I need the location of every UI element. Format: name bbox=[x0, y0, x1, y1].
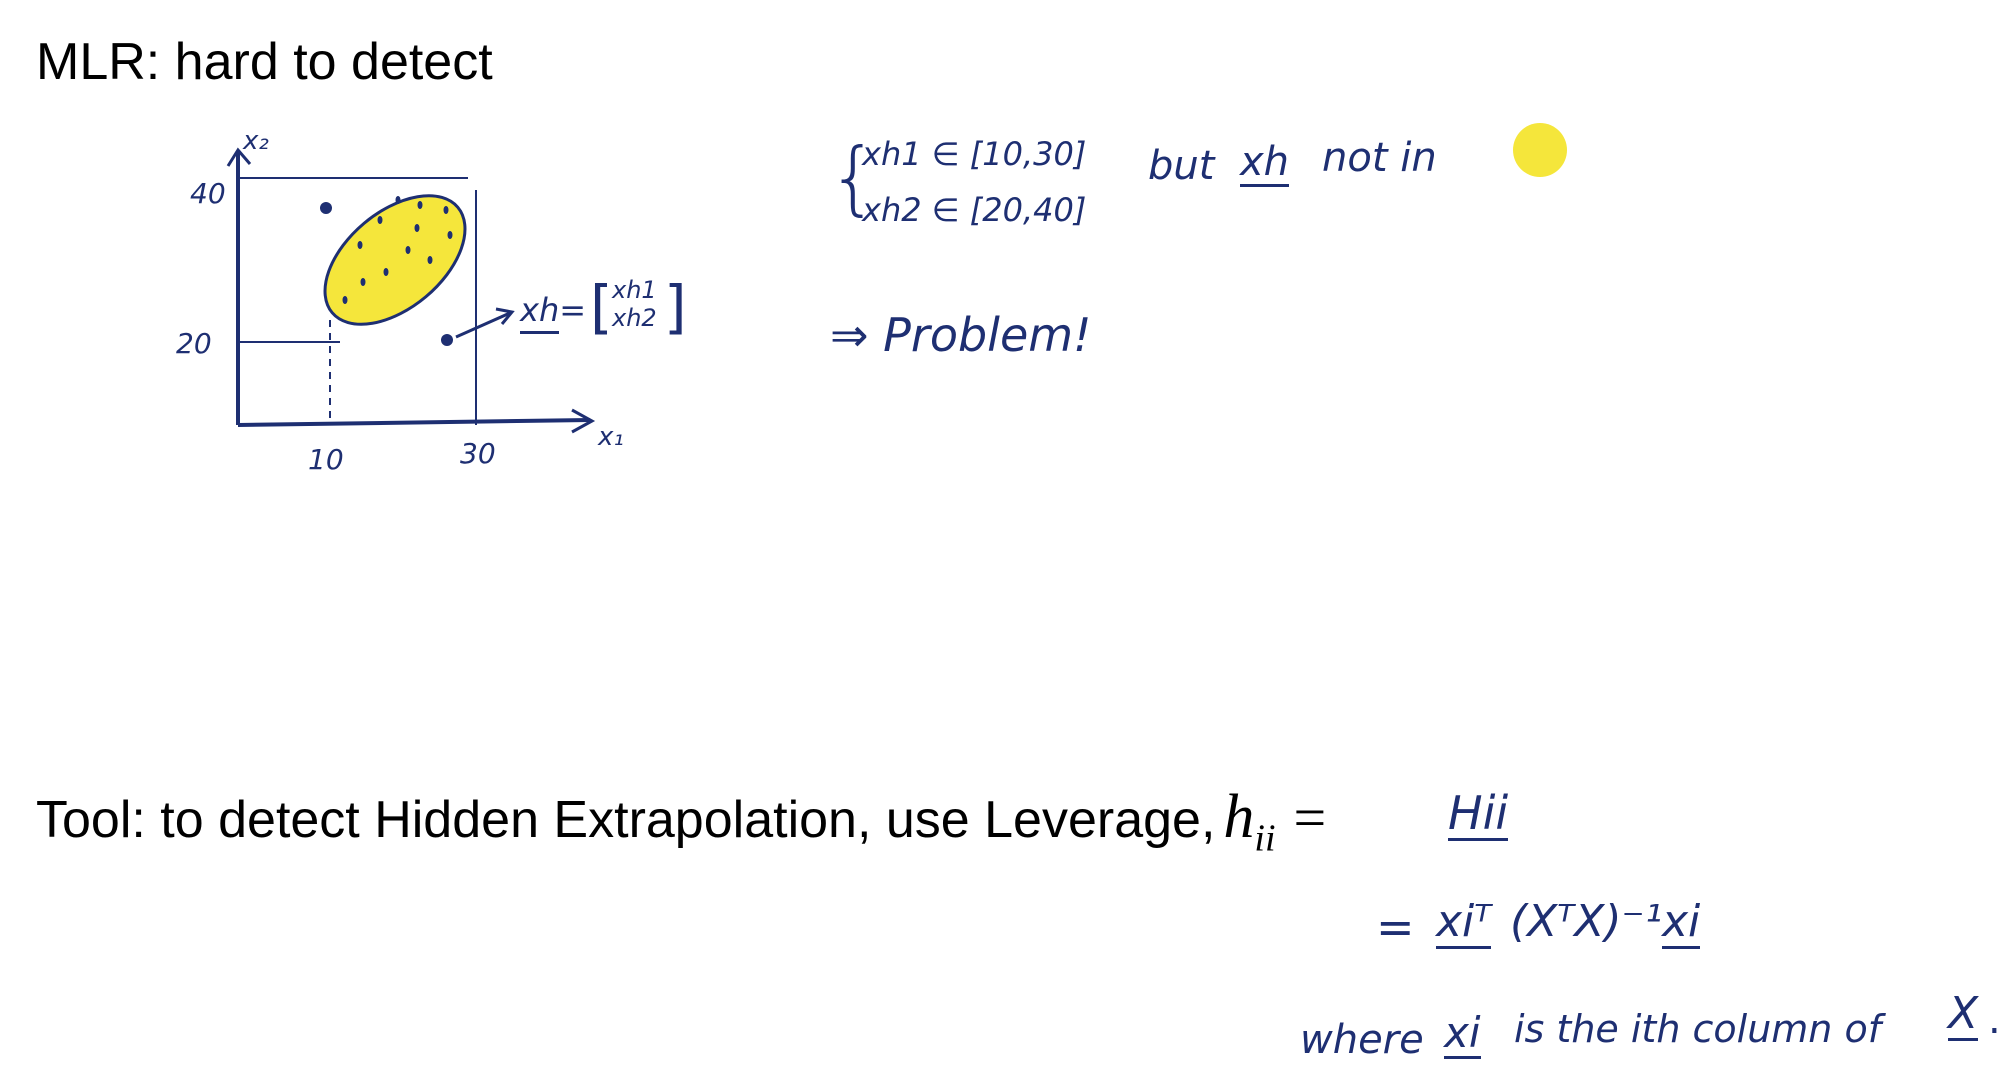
page-title: MLR: hard to detect bbox=[36, 33, 493, 91]
y-tick-20: 20 bbox=[176, 327, 212, 360]
data-point bbox=[377, 216, 383, 224]
x-axis bbox=[237, 418, 591, 427]
where-var: xi bbox=[1444, 1008, 1481, 1059]
matrix-x: X bbox=[1948, 988, 1979, 1041]
leverage-subscript: ii bbox=[1254, 817, 1276, 860]
data-point bbox=[360, 278, 366, 286]
data-point bbox=[395, 196, 401, 204]
vector-bracket: [ bbox=[590, 273, 613, 341]
xtx-inverse: (XᵀX)⁻¹ bbox=[1510, 896, 1663, 947]
data-point bbox=[443, 206, 449, 214]
pointer-arrow bbox=[455, 311, 511, 339]
pointer-arrow-head bbox=[495, 307, 515, 325]
but-var: xh bbox=[1240, 139, 1290, 187]
not-in-text: not in bbox=[1322, 135, 1437, 181]
derivation-equals: = bbox=[1376, 900, 1415, 954]
vector-name: xh bbox=[520, 291, 560, 334]
data-point bbox=[342, 296, 348, 304]
data-region-ellipse bbox=[323, 194, 467, 326]
vector-label: xh= bbox=[520, 291, 587, 334]
range-xh2: xh2 ∈ [20,40] bbox=[862, 191, 1087, 229]
problem-text: ⇒ Problem! bbox=[830, 308, 1092, 362]
vector-entry-2: xh2 bbox=[612, 304, 657, 332]
data-point bbox=[383, 268, 389, 276]
where-text: where bbox=[1300, 1017, 1424, 1063]
y-axis-arrow bbox=[226, 147, 252, 167]
x-tick-30: 30 bbox=[460, 437, 496, 470]
region-marker-dot bbox=[1513, 123, 1567, 177]
data-point bbox=[405, 246, 411, 254]
extrapolation-point bbox=[441, 334, 453, 346]
period: . bbox=[1988, 997, 2001, 1043]
data-point bbox=[447, 231, 453, 239]
x-axis-arrow bbox=[571, 408, 596, 434]
y-axis-label: x₂ bbox=[243, 126, 269, 156]
data-point bbox=[414, 224, 420, 232]
vector-bracket-close: ] bbox=[664, 273, 687, 341]
leverage-symbol: hii bbox=[1223, 783, 1276, 860]
vector-entry-1: xh1 bbox=[612, 276, 657, 304]
data-point bbox=[427, 256, 433, 264]
data-points bbox=[342, 196, 453, 304]
x-axis-label: x₁ bbox=[598, 422, 624, 452]
x-tick-10: 10 bbox=[308, 443, 344, 476]
y-tick-40: 40 bbox=[190, 177, 226, 210]
xi-transpose: xiᵀ bbox=[1436, 896, 1492, 949]
tool-text: Tool: to detect Hidden Extrapolation, us… bbox=[36, 791, 1216, 849]
range-xh1: xh1 ∈ [10,30] bbox=[862, 135, 1087, 173]
tool-statement: Tool: to detect Hidden Extrapolation, us… bbox=[36, 786, 1344, 857]
but-text: but bbox=[1148, 143, 1215, 189]
data-point bbox=[417, 201, 423, 209]
where-rest: is the ith column of bbox=[1514, 1007, 1882, 1051]
math-equals: = bbox=[1293, 785, 1327, 850]
vector-equals: = bbox=[559, 291, 587, 329]
xi-vector: xi bbox=[1662, 896, 1701, 949]
hat-matrix-entry: Hii bbox=[1448, 786, 1509, 841]
outlier-point bbox=[320, 202, 332, 214]
range-brace: { bbox=[828, 131, 879, 224]
data-point bbox=[357, 241, 363, 249]
